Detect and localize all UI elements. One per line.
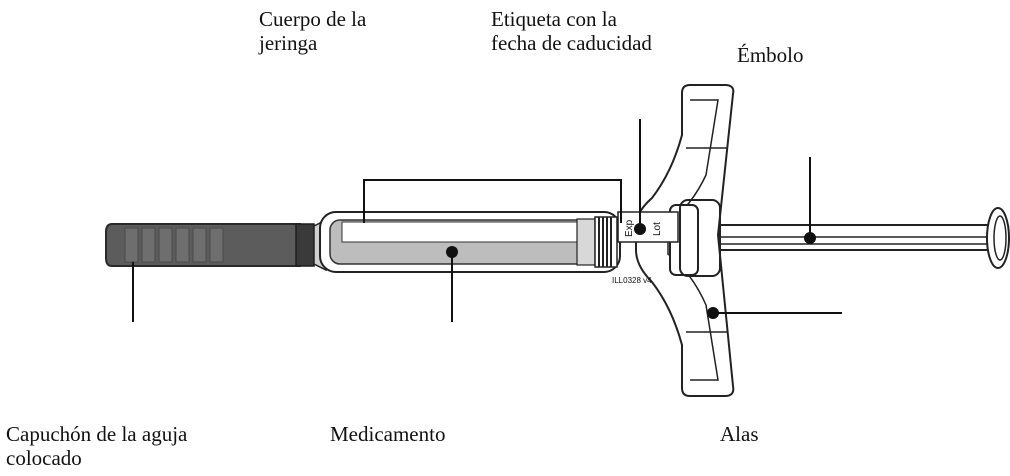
plunger-rod [689, 224, 993, 251]
leader-wings [707, 307, 842, 319]
syringe-code-text: ILL0328 v4 [612, 276, 652, 285]
plunger-head [986, 207, 1010, 269]
label-barrel: Cuerpo de la jeringa [259, 7, 367, 55]
flange-collar-outer [679, 199, 721, 277]
leader-medicine [446, 246, 458, 322]
leader-plunger [804, 157, 816, 244]
label-needle-cap: Capuchón de la aguja colocado [6, 422, 188, 470]
label-wings: Alas [720, 422, 759, 446]
plunger-stopper [576, 216, 618, 268]
label-expiry-label: Etiqueta con la fecha de caducidad [491, 7, 652, 55]
leader-expiry [634, 119, 646, 235]
exp-text: Exp [624, 219, 635, 237]
needle-cap [105, 223, 315, 267]
barrel-bracket [363, 179, 622, 223]
label-medicine: Medicamento [330, 422, 446, 446]
expiry-label: Exp Lot [617, 211, 679, 243]
label-plunger: Émbolo [737, 43, 804, 67]
lot-text: Lot [652, 222, 663, 236]
